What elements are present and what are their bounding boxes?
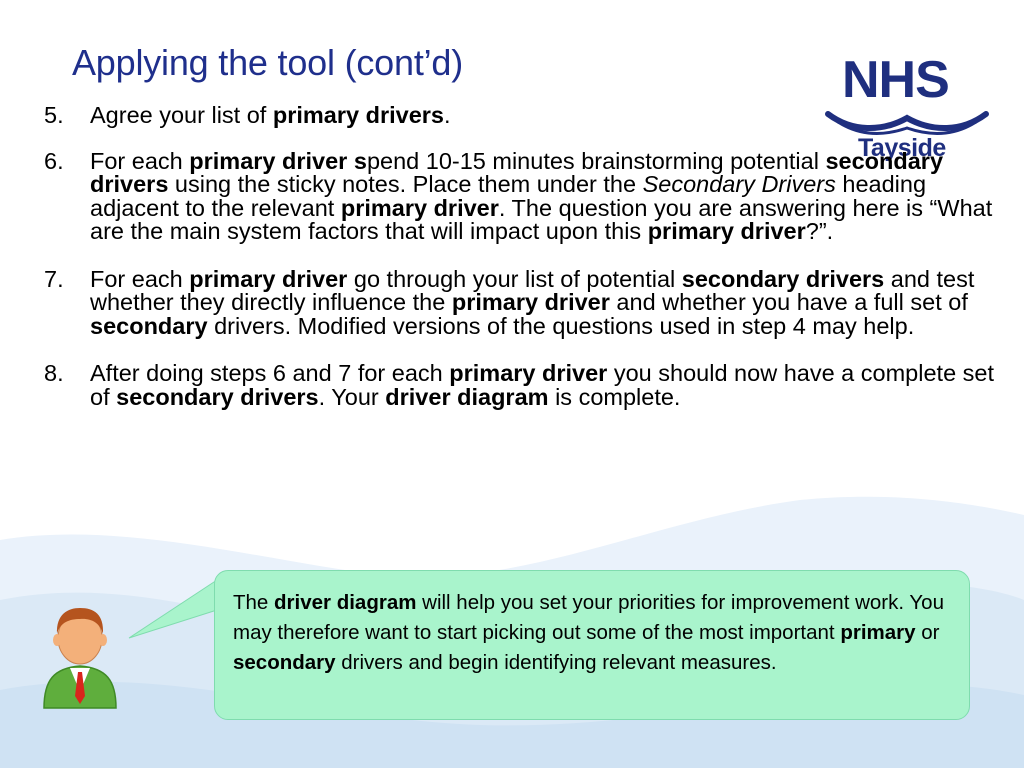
speech-pointer bbox=[128, 579, 218, 639]
text-run: Agree your list of bbox=[90, 102, 273, 128]
person-icon bbox=[43, 608, 117, 709]
bold-term: secondary bbox=[233, 651, 336, 674]
bold-term: driver diagram bbox=[385, 383, 549, 410]
text-run: pend 10-15 minutes brainstorming potenti… bbox=[366, 147, 826, 174]
text-run: or bbox=[915, 621, 940, 644]
text-run: using the sticky notes. Place them under… bbox=[168, 171, 643, 197]
page-title: Applying the tool (cont’d) bbox=[72, 42, 464, 83]
bold-term: primary driver bbox=[647, 218, 806, 244]
callout-bubble: The driver diagram will help you set you… bbox=[128, 570, 972, 722]
step-number: 5. bbox=[44, 102, 64, 128]
text-run: After doing steps 6 and 7 for each bbox=[90, 360, 450, 386]
bold-term: primary driver bbox=[189, 265, 348, 292]
step-item: 6. For each primary driver spend 10-15 mi… bbox=[44, 147, 1004, 244]
logo-tayside-text: Tayside bbox=[858, 134, 946, 162]
bold-term: secondary drivers bbox=[116, 383, 319, 410]
text-run: For each bbox=[90, 147, 190, 174]
text-run: . The question you are answering here is… bbox=[90, 194, 993, 244]
bold-term: primary driver bbox=[340, 194, 499, 221]
text-run: ?”. bbox=[805, 218, 834, 244]
text-run: heading adjacent to the relevant bbox=[90, 171, 927, 221]
text-run: For each bbox=[90, 265, 190, 292]
bold-term: primary driver bbox=[451, 289, 610, 315]
text-run: and test whether they directly influence… bbox=[90, 265, 975, 315]
nhs-wave-emblem-icon bbox=[825, 111, 989, 135]
step-item: 8. After doing steps 6 and 7 for each pri… bbox=[44, 360, 1004, 410]
callout-text: The driver diagram will help you set you… bbox=[214, 570, 970, 720]
bold-term: primary driver bbox=[449, 360, 608, 386]
step-number: 8. bbox=[44, 360, 64, 386]
bold-term: secondary bbox=[90, 312, 208, 339]
step-item: 7. For each primary driver go through you… bbox=[44, 265, 1004, 339]
bold-term: secondary drivers bbox=[681, 265, 885, 292]
nhs-tayside-logo: NHS Tayside bbox=[822, 50, 992, 168]
bold-term: primary driver s bbox=[189, 147, 367, 174]
bold-term: primary drivers bbox=[272, 102, 444, 128]
bold-term: driver diagram bbox=[274, 591, 417, 614]
logo-nhs-text: NHS bbox=[842, 51, 950, 109]
text-run: is complete. bbox=[548, 383, 681, 410]
bold-term: primary bbox=[840, 621, 916, 644]
text-run: will help you set your priorities for im… bbox=[233, 591, 944, 644]
text-run: . bbox=[443, 102, 451, 128]
bold-term: secondary drivers bbox=[90, 147, 944, 197]
text-run: you should now have a complete set of bbox=[90, 360, 995, 410]
step-number: 6. bbox=[44, 147, 64, 174]
text-run: drivers. Modified versions of the questi… bbox=[207, 312, 915, 339]
italic-term: Secondary Drivers bbox=[642, 171, 836, 197]
text-run: and whether you have a full set of bbox=[609, 289, 968, 315]
step-item: 5. Agree your list of primary drivers. bbox=[44, 102, 1004, 128]
text-run: . Your bbox=[318, 383, 386, 410]
steps-list: 5. Agree your list of primary drivers. 6. F… bbox=[44, 102, 1004, 410]
text-run: drivers and begin identifying relevant m… bbox=[335, 651, 777, 674]
step-number: 7. bbox=[44, 265, 64, 292]
text-run: The bbox=[233, 591, 275, 614]
text-run: go through your list of potential bbox=[347, 265, 682, 292]
